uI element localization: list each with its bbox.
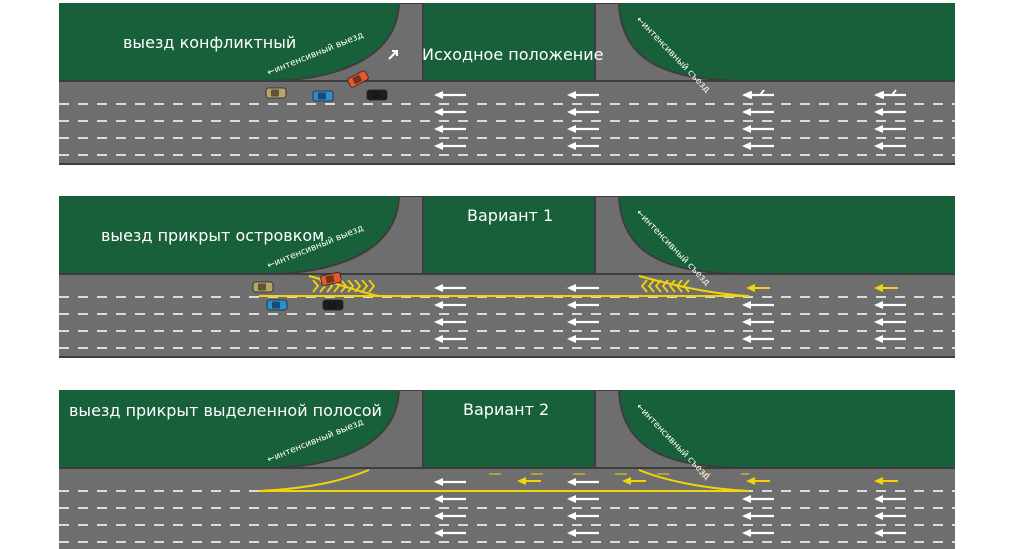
exit-ramp	[263, 3, 424, 82]
lane-arrow	[567, 108, 599, 116]
yellow-turn-arrow	[517, 477, 541, 485]
lane-arrow	[567, 495, 599, 503]
panel-caption: выезд прикрыт островком	[101, 226, 325, 245]
panel-title: Вариант 1	[467, 206, 554, 225]
car	[265, 87, 287, 99]
lane-dividers	[59, 103, 955, 156]
lane-arrow	[742, 512, 774, 520]
lane-arrow	[434, 318, 466, 326]
lane-arrow	[567, 529, 599, 537]
lane-arrow	[874, 495, 906, 503]
lane-arrow	[434, 301, 466, 309]
lane-arrow	[742, 125, 774, 133]
yellow-turn-arrow	[746, 477, 770, 485]
lane-arrow	[742, 529, 774, 537]
lane-arrow	[874, 512, 906, 520]
grass-area	[59, 3, 955, 81]
lane-arrow	[434, 529, 466, 537]
grass-area	[59, 390, 955, 468]
lane-arrow	[434, 284, 466, 292]
lane-arrow	[567, 478, 599, 486]
lane-arrow	[742, 335, 774, 343]
lane-arrow	[874, 108, 906, 116]
lane-arrow	[567, 91, 599, 99]
car	[347, 70, 369, 88]
road-diagram-variant-2	[59, 390, 955, 549]
lane-arrow	[567, 335, 599, 343]
lane-arrow	[434, 335, 466, 343]
grass-area	[59, 196, 955, 274]
lane-arrow	[434, 142, 466, 150]
turn-arrow	[876, 89, 897, 99]
lane-arrow	[874, 335, 906, 343]
panel-title: Исходное положение	[422, 45, 604, 64]
lane-arrow	[742, 142, 774, 150]
lane-arrow	[742, 108, 774, 116]
panel-variant-2: выезд прикрыт выделенной полосой Вариант…	[59, 390, 955, 549]
lane-arrow	[874, 125, 906, 133]
lane-arrow	[434, 495, 466, 503]
lane-dividers	[59, 490, 955, 543]
lane-arrow	[434, 125, 466, 133]
car	[266, 299, 288, 311]
yellow-turn-arrow	[746, 284, 770, 292]
lane-arrow	[434, 478, 466, 486]
lane-arrow	[874, 301, 906, 309]
car	[252, 281, 274, 293]
lane-arrow	[567, 125, 599, 133]
yellow-turn-arrow	[874, 284, 898, 292]
lane-arrow	[742, 318, 774, 326]
turn-arrow	[744, 89, 765, 99]
lane-arrow	[434, 91, 466, 99]
road-diagram-variant-1	[59, 196, 955, 358]
panel-variant-1: выезд прикрыт островком Вариант 1 ←интен…	[59, 196, 955, 360]
lane-arrow	[874, 318, 906, 326]
lane-arrow	[567, 284, 599, 292]
traffic-island	[259, 275, 750, 297]
lane-arrow	[567, 318, 599, 326]
panel-title: Вариант 2	[463, 400, 550, 419]
lane-dividers	[59, 296, 955, 349]
lane-arrow	[742, 301, 774, 309]
lane-arrow	[434, 512, 466, 520]
exit-ramp	[263, 196, 424, 275]
main-road	[59, 274, 955, 357]
lane-arrow	[567, 301, 599, 309]
car	[322, 299, 344, 311]
lane-arrow	[434, 108, 466, 116]
dedicated-lane-marking	[258, 469, 750, 492]
car	[320, 272, 342, 286]
yellow-turn-arrow	[622, 477, 646, 485]
exit-ramp	[263, 390, 424, 469]
lane-arrow	[874, 529, 906, 537]
car	[312, 90, 334, 102]
car	[366, 89, 388, 101]
lane-arrow	[567, 142, 599, 150]
yellow-turn-arrow	[874, 477, 898, 485]
road-diagram-initial	[59, 3, 955, 165]
lane-arrow	[742, 495, 774, 503]
panel-caption: выезд прикрыт выделенной полосой	[69, 401, 382, 420]
lane-arrow	[874, 142, 906, 150]
ramp-arrow	[388, 50, 398, 60]
panel-caption: выезд конфликтный	[123, 33, 297, 52]
panel-initial: выезд конфликтный Исходное положение ←ин…	[59, 3, 955, 167]
lane-arrow	[567, 512, 599, 520]
main-road	[59, 81, 955, 164]
